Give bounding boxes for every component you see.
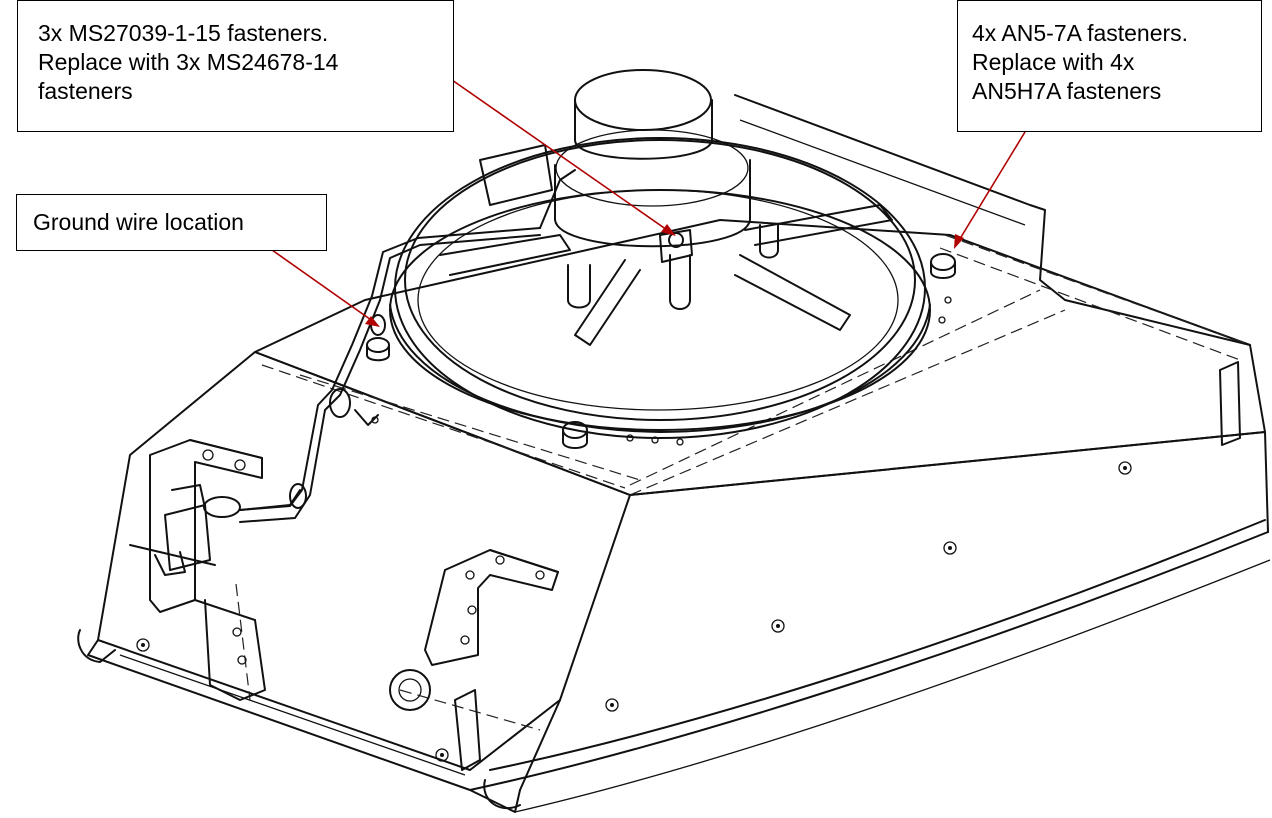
callout-text-line: 4x AN5-7A fasteners. xyxy=(972,20,1189,46)
housing xyxy=(77,94,1271,813)
screw-icon xyxy=(136,638,150,652)
screw-icon xyxy=(435,748,449,762)
hex-bolt-icon xyxy=(930,253,956,279)
leader-arrows xyxy=(271,79,1026,327)
callout-corner-fasteners: 4x AN5-7A fasteners. Replace with 4x AN5… xyxy=(957,0,1262,132)
screw-icon xyxy=(943,541,957,555)
callout-fan-fasteners: 3x MS27039-1-15 fasteners. Replace with … xyxy=(17,0,454,132)
sensor-assembly xyxy=(129,484,301,576)
callout-text-line: Replace with 4x xyxy=(972,49,1135,75)
screw-icon xyxy=(771,619,785,633)
leader-arrow-fan-fasteners xyxy=(451,79,671,233)
callout-ground-wire: Ground wire location xyxy=(16,194,327,251)
callout-text-line: 3x MS27039-1-15 fasteners. xyxy=(38,20,329,46)
callout-text-line: fasteners xyxy=(38,78,133,104)
leader-arrow-ground-wire xyxy=(271,249,375,323)
fan-assembly xyxy=(366,69,956,449)
callout-text-line: AN5H7A fasteners xyxy=(972,78,1162,104)
callout-text-line: Ground wire location xyxy=(33,209,244,235)
screw-icon xyxy=(1118,461,1132,475)
mounting-bracket-left xyxy=(149,439,266,701)
hex-bolt-icon xyxy=(562,421,588,449)
leader-arrow-corner-fasteners xyxy=(957,131,1026,243)
callout-text-line: Replace with 3x MS24678-14 xyxy=(38,49,339,75)
mounting-bracket-right xyxy=(424,549,559,771)
hex-bolt-icon xyxy=(366,337,390,362)
screw-icon xyxy=(605,698,619,712)
ground-wire-tube xyxy=(239,144,576,523)
